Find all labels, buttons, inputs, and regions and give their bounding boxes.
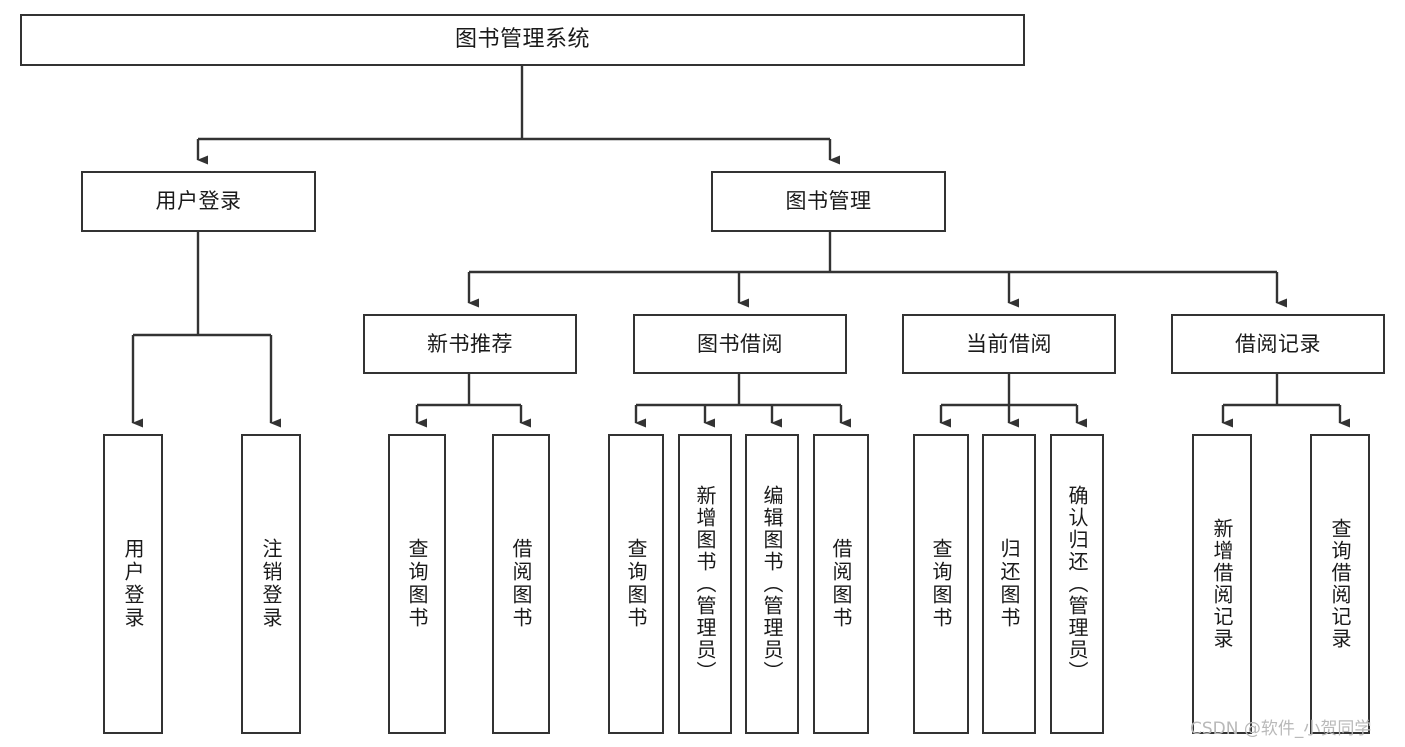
leaf-user-login[interactable]: 用户登录 <box>103 434 163 734</box>
leaf-add-borrow-record-label: 新增借阅记录 <box>1210 518 1234 650</box>
leaf-add-book-admin[interactable]: 新增图书（管理员） <box>678 434 732 734</box>
csdn-watermark: CSDN @软件_小贺同学 <box>1190 719 1372 739</box>
node-borrow-records-label: 借阅记录 <box>1235 331 1321 356</box>
leaf-query-book-current[interactable]: 查询图书 <box>913 434 969 734</box>
leaf-query-book-current-label: 查询图书 <box>929 538 953 630</box>
leaf-edit-book-admin-label: 编辑图书（管理员） <box>760 485 784 683</box>
node-new-book-recommend-label: 新书推荐 <box>427 331 513 356</box>
leaf-borrow-book-newbook[interactable]: 借阅图书 <box>492 434 550 734</box>
node-borrow-records[interactable]: 借阅记录 <box>1171 314 1385 374</box>
leaf-user-login-label: 用户登录 <box>121 538 145 630</box>
node-new-book-recommend[interactable]: 新书推荐 <box>363 314 577 374</box>
leaf-query-book-borrow-label: 查询图书 <box>624 538 648 630</box>
node-book-borrow[interactable]: 图书借阅 <box>633 314 847 374</box>
leaf-confirm-return-admin-label: 确认归还（管理员） <box>1065 485 1089 683</box>
leaf-logout[interactable]: 注销登录 <box>241 434 301 734</box>
leaf-borrow-book-newbook-label: 借阅图书 <box>509 538 533 630</box>
node-current-borrow-label: 当前借阅 <box>966 331 1052 356</box>
leaf-borrow-book-borrow[interactable]: 借阅图书 <box>813 434 869 734</box>
leaf-edit-book-admin[interactable]: 编辑图书（管理员） <box>745 434 799 734</box>
leaf-query-book-newbook[interactable]: 查询图书 <box>388 434 446 734</box>
leaf-query-borrow-record-label: 查询借阅记录 <box>1328 518 1352 650</box>
node-book-management-label: 图书管理 <box>785 189 872 214</box>
node-user-login-label: 用户登录 <box>155 189 242 214</box>
leaf-query-book-borrow[interactable]: 查询图书 <box>608 434 664 734</box>
node-current-borrow[interactable]: 当前借阅 <box>902 314 1116 374</box>
leaf-logout-label: 注销登录 <box>259 538 283 630</box>
leaf-borrow-book-borrow-label: 借阅图书 <box>829 538 853 630</box>
leaf-add-book-admin-label: 新增图书（管理员） <box>693 485 717 683</box>
node-book-management[interactable]: 图书管理 <box>711 171 946 232</box>
node-book-borrow-label: 图书借阅 <box>697 331 783 356</box>
leaf-return-book-label: 归还图书 <box>997 538 1021 630</box>
node-root[interactable]: 图书管理系统 <box>20 14 1025 66</box>
leaf-confirm-return-admin[interactable]: 确认归还（管理员） <box>1050 434 1104 734</box>
node-root-label: 图书管理系统 <box>454 27 590 53</box>
leaf-return-book[interactable]: 归还图书 <box>982 434 1036 734</box>
node-user-login[interactable]: 用户登录 <box>81 171 316 232</box>
leaf-query-book-newbook-label: 查询图书 <box>405 538 429 630</box>
leaf-query-borrow-record[interactable]: 查询借阅记录 <box>1310 434 1370 734</box>
leaf-add-borrow-record[interactable]: 新增借阅记录 <box>1192 434 1252 734</box>
